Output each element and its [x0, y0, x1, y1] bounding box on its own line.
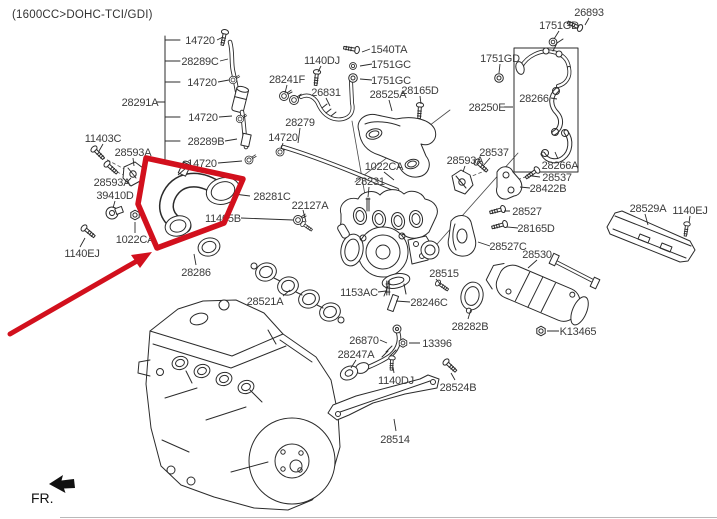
part-label-28593A: 28593A: [447, 155, 485, 167]
part-label-28515: 28515: [429, 268, 459, 280]
part-label-1751GD: 1751GD: [539, 20, 579, 32]
part-label-28527C: 28527C: [489, 241, 527, 253]
part-label-26893: 26893: [574, 7, 604, 19]
part-label-28281C: 28281C: [253, 191, 291, 203]
part-label-14720: 14720: [185, 35, 215, 47]
part-label-28286: 28286: [181, 267, 211, 279]
heat-shield-28525A-art: [357, 113, 437, 178]
part-label-26831: 26831: [311, 87, 341, 99]
part-label-28537: 28537: [479, 147, 509, 159]
part-label-1140EJ: 1140EJ: [672, 205, 707, 217]
part-label-28266: 28266: [519, 93, 549, 105]
water-hose-box-art: [513, 38, 579, 173]
fr-label: FR.: [31, 490, 54, 506]
part-label-28165D: 28165D: [517, 223, 555, 235]
part-label-1751GC: 1751GC: [371, 59, 411, 71]
part-label-28289B: 28289B: [188, 136, 225, 148]
red-highlight-arrow-line: [7, 258, 140, 337]
part-label-28279: 28279: [285, 117, 315, 129]
part-label-K13465: K13465: [560, 326, 597, 338]
part-label-11403C: 11403C: [85, 133, 122, 145]
red-highlight-polygon: [135, 155, 246, 251]
oil-pipe-stay-art: [327, 324, 459, 421]
diagram-title: (1600CC>DOHC-TCI/GDI): [12, 9, 153, 21]
part-label-28527: 28527: [512, 206, 542, 218]
part-label-1751GC: 1751GC: [371, 75, 411, 87]
part-label-28529A: 28529A: [630, 203, 668, 215]
part-label-14720: 14720: [188, 112, 218, 124]
part-label-28593A: 28593A: [115, 147, 153, 159]
part-label-28289C: 28289C: [181, 56, 219, 68]
part-label-1153AC: 1153AC: [340, 287, 378, 299]
catalytic-converter-art: [433, 252, 601, 337]
part-label-28266A: 28266A: [542, 160, 580, 172]
part-label-39410D: 39410D: [96, 190, 134, 202]
alignment-dashes: [101, 156, 533, 182]
heat-panel-28529A-art: [606, 210, 696, 263]
part-label-1140DJ: 1140DJ: [304, 55, 340, 67]
right-bracket-cluster-art: [447, 157, 542, 257]
part-label-28422B: 28422B: [530, 183, 567, 195]
engine-block-art: [137, 299, 341, 511]
part-label-26870: 26870: [349, 335, 379, 347]
part-label-28291A: 28291A: [122, 97, 160, 109]
coolant-pipes-art: [275, 43, 425, 193]
part-label-28165D: 28165D: [401, 85, 439, 97]
part-label-1022CA: 1022CA: [365, 161, 404, 173]
part-label-28593A: 28593A: [94, 177, 132, 189]
part-label-1540TA: 1540TA: [371, 44, 408, 56]
part-label-28247A: 28247A: [338, 349, 376, 361]
part-label-28524B: 28524B: [440, 382, 477, 394]
fr-direction-marker: FR.: [31, 475, 75, 506]
manifold-gasket-art: [250, 262, 345, 324]
left-bracket-cluster-art: [79, 144, 144, 240]
part-label-1751GD: 1751GD: [480, 53, 520, 65]
fr-arrow-icon: [49, 475, 75, 493]
vapor-hose-column-art: [156, 28, 257, 165]
red-highlight-arrow-head: [131, 252, 152, 268]
diagram-line-art: [79, 18, 696, 511]
part-label-22127A: 22127A: [292, 200, 330, 212]
part-label-28241F: 28241F: [269, 74, 306, 86]
red-annotation: [7, 155, 246, 337]
part-label-1140EJ: 1140EJ: [64, 248, 99, 260]
part-label-1140DJ: 1140DJ: [378, 375, 414, 387]
part-label-28537: 28537: [542, 172, 572, 184]
part-labels-layer: 14720 28289C 14720 28291A 14720 28289B 14720 11…: [64, 7, 707, 446]
part-label-28282B: 28282B: [452, 321, 489, 333]
leader-lines: [79, 17, 691, 432]
part-label-28521A: 28521A: [247, 296, 285, 308]
part-label-1022CA: 1022CA: [116, 234, 155, 246]
part-label-28525A: 28525A: [370, 89, 408, 101]
part-label-14720: 14720: [187, 77, 217, 89]
part-label-14720: 14720: [268, 132, 298, 144]
part-label-28530: 28530: [522, 249, 552, 261]
part-label-28514: 28514: [380, 434, 410, 446]
part-label-28246C: 28246C: [410, 297, 448, 309]
turbo-manifold-art: [337, 189, 440, 313]
part-label-28250E: 28250E: [469, 102, 506, 114]
intake-elbow-art: [159, 160, 314, 257]
part-label-13396: 13396: [422, 338, 452, 350]
part-label-28231: 28231: [355, 176, 385, 188]
